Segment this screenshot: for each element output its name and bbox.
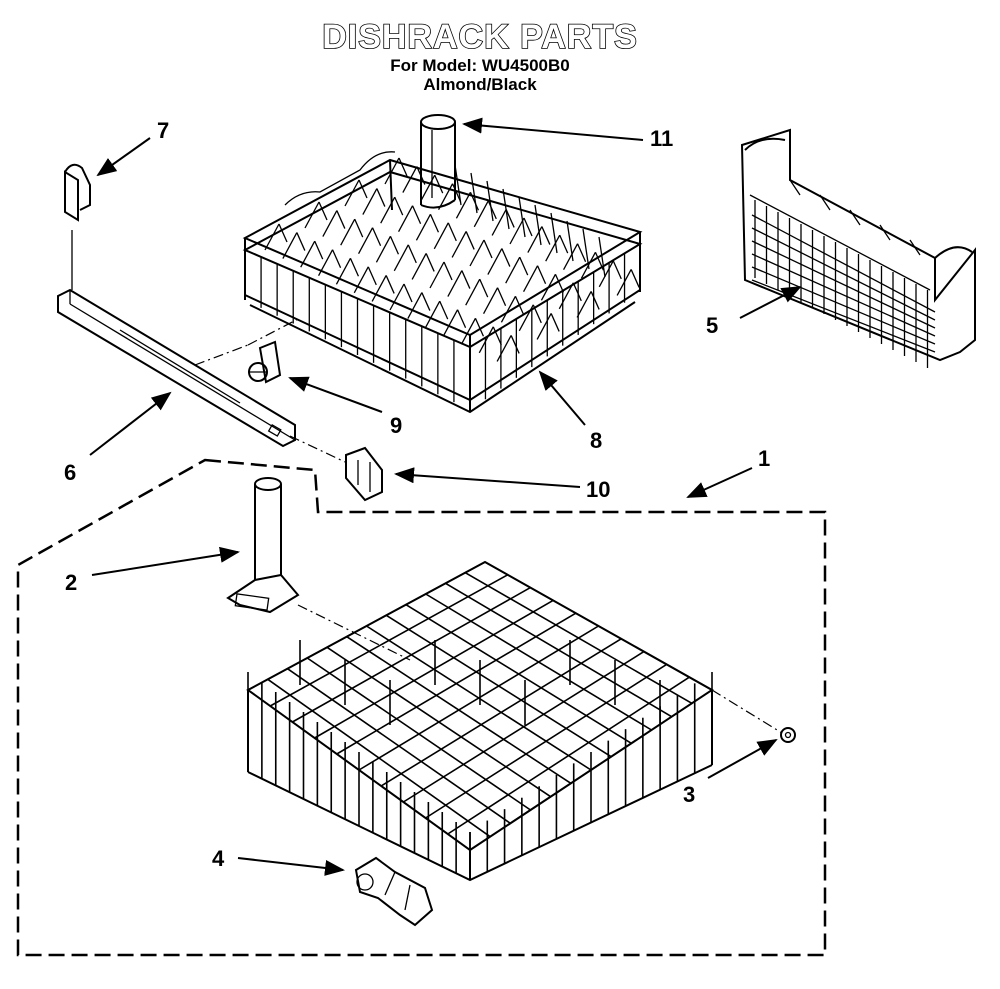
lower-rack [246,560,783,882]
callout-leaders [89,117,802,876]
rail-end-cap [64,163,91,290]
model-line: For Model: WU4500B0 [390,56,570,75]
title-block: DISHRACK PARTS For Model: WU4500B0 Almon… [0,17,960,94]
rack-slide-rail [57,288,296,448]
callout-9: 9 [390,413,402,438]
callout-11: 11 [650,126,673,151]
callout-6: 6 [64,460,76,485]
diagram-title: DISHRACK PARTS [321,17,638,57]
callout-5: 5 [706,313,718,338]
rack-roller [354,856,434,927]
rack-wheel [780,727,796,743]
callout-4: 4 [212,846,225,871]
callout-1: 1 [758,446,770,471]
lower-wash-tube [226,477,411,661]
callout-10: 10 [586,477,610,502]
rail-stop [289,435,383,502]
center-wash-tube [420,114,456,209]
assembly-boundary [16,458,827,957]
color-line: Almond/Black [423,75,537,94]
upper-rack [242,151,643,414]
callout-8: 8 [590,428,602,453]
callout-3: 3 [683,782,695,807]
callout-7: 7 [157,118,169,143]
rack-stop-clip [194,317,301,384]
callout-labels: 7 11 5 6 9 8 10 1 2 3 4 [64,118,770,871]
silverware-basket [740,128,976,368]
callout-2: 2 [65,570,77,595]
